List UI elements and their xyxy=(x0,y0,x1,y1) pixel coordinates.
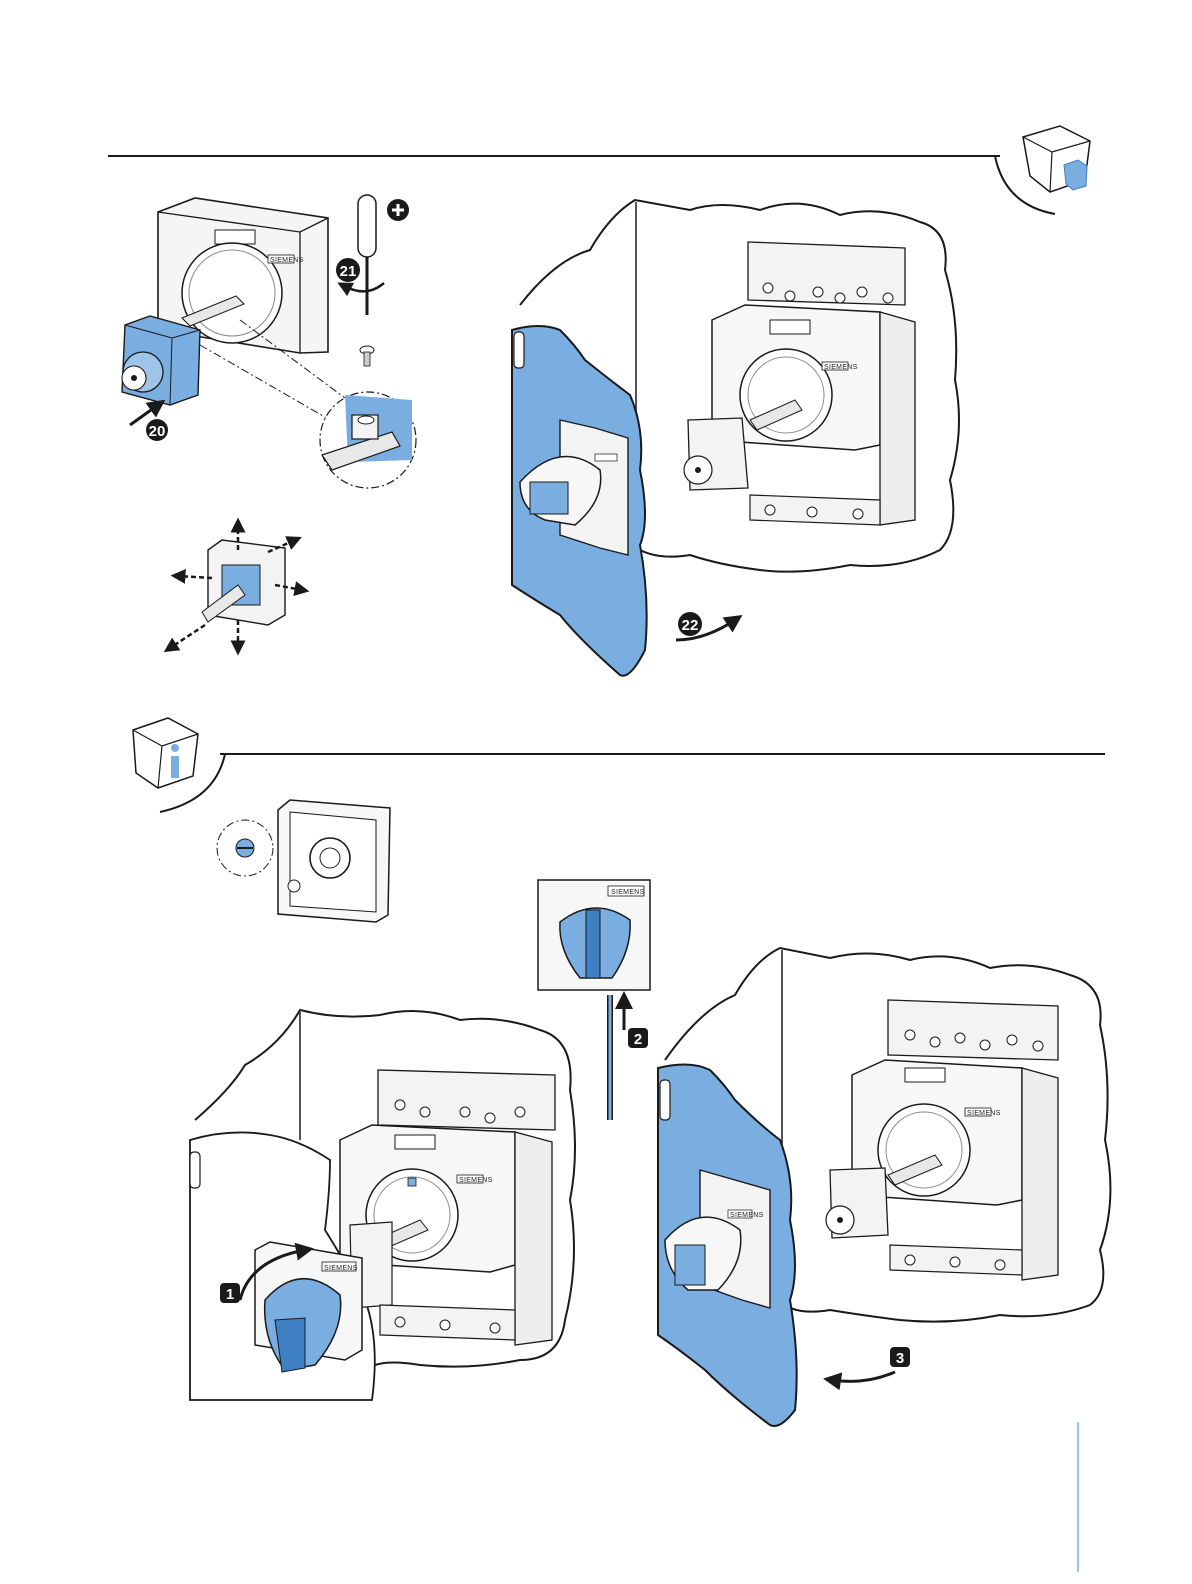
cabinet-view-3: SIEMENS SIEMENS xyxy=(658,948,1110,1426)
cabinet-view-22: SIEMENS xyxy=(512,200,959,676)
brand-label-front: SIEMENS xyxy=(611,889,645,896)
close-door-arrow-3: 3 xyxy=(832,1347,910,1381)
adjustment-directions-figure xyxy=(170,525,302,648)
phillips-screwdriver-icon xyxy=(358,195,409,315)
screw-part xyxy=(360,346,374,366)
brand-label-1: SIEMENS xyxy=(459,1177,493,1184)
close-door-arrow-22: 22 xyxy=(676,612,735,640)
step-21-label: 21 xyxy=(340,263,357,280)
blue-actuator-20 xyxy=(122,316,200,405)
assembly-cube-icon xyxy=(1023,126,1090,192)
cabinet-view-1: SIEMENS SIEMENS xyxy=(190,1010,575,1400)
step-22-label: 22 xyxy=(682,617,699,634)
brand-label-3: SIEMENS xyxy=(730,1212,764,1219)
step-2-label: 2 xyxy=(634,1031,642,1048)
step-3-label: 3 xyxy=(896,1350,904,1367)
push-arrow-20: 20 xyxy=(130,405,168,441)
brand-label-1b: SIEMENS xyxy=(324,1265,358,1272)
brand-label: SIEMENS xyxy=(270,257,304,264)
step-1-label: 1 xyxy=(226,1286,234,1303)
handle-rear-view xyxy=(217,800,390,922)
push-arrow-2: 2 xyxy=(624,1000,648,1048)
step-20-label: 20 xyxy=(149,423,166,440)
section-header-mounting xyxy=(108,156,1055,214)
brand-label-22: SIEMENS xyxy=(824,364,858,371)
info-cube-icon xyxy=(133,718,198,788)
rotate-arrow-21: 21 xyxy=(336,258,384,291)
brand-label-3b: SIEMENS xyxy=(967,1110,1001,1117)
